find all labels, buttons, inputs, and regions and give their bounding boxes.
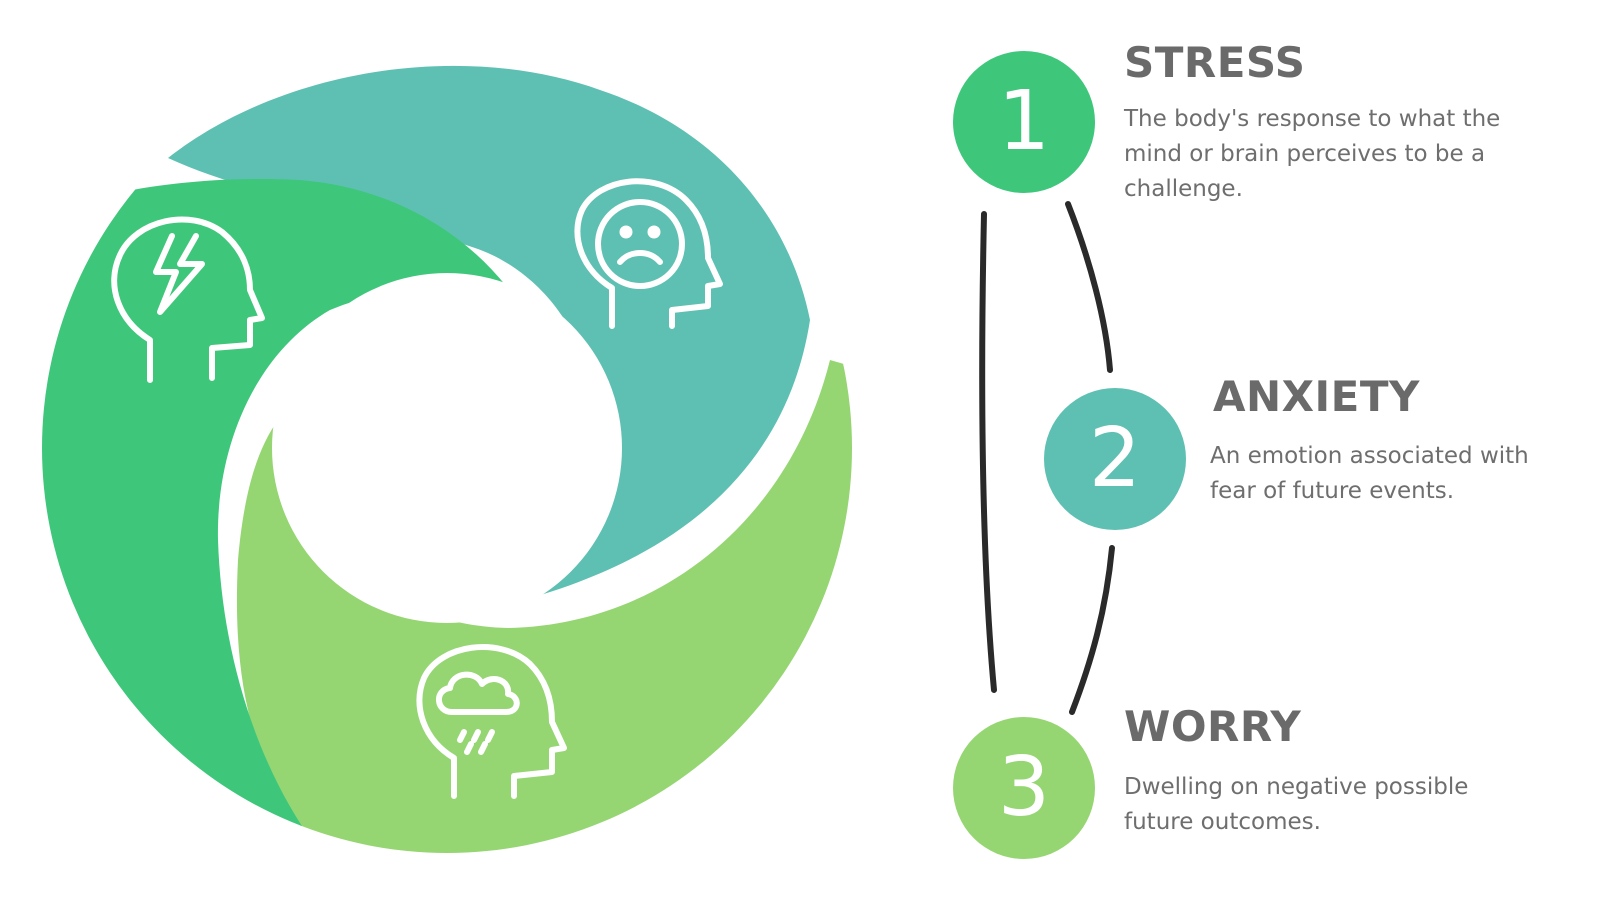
- step-1-circle: 1: [953, 51, 1095, 193]
- connector-line-2-3: [1069, 545, 1115, 715]
- ring-segment-worry: [236, 360, 852, 853]
- head-sad-face-icon: [574, 178, 723, 329]
- step-2-description: An emotion associated with fear of futur…: [1210, 443, 1529, 504]
- head-lightning-icon: [111, 216, 265, 383]
- step-2-number: 2: [1088, 411, 1142, 506]
- step-3-description: Dwelling on negative possible future out…: [1124, 774, 1469, 835]
- step-2-title: ANXIETY: [1213, 372, 1420, 421]
- step-3-number: 3: [997, 740, 1051, 835]
- ring-segment-stress: [42, 43, 538, 853]
- step-1-number: 1: [997, 74, 1051, 169]
- connector-line-1-2: [1065, 201, 1113, 373]
- step-1-title: STRESS: [1124, 38, 1306, 87]
- step-2-circle: 2: [1044, 388, 1186, 530]
- step-3-title: WORRY: [1124, 702, 1302, 751]
- head-rain-cloud-icon: [416, 644, 567, 799]
- step-3-circle: 3: [953, 717, 1095, 859]
- step-1-description: The body's response to what the mind or …: [1124, 106, 1501, 202]
- connector-line-1-3: [979, 211, 997, 693]
